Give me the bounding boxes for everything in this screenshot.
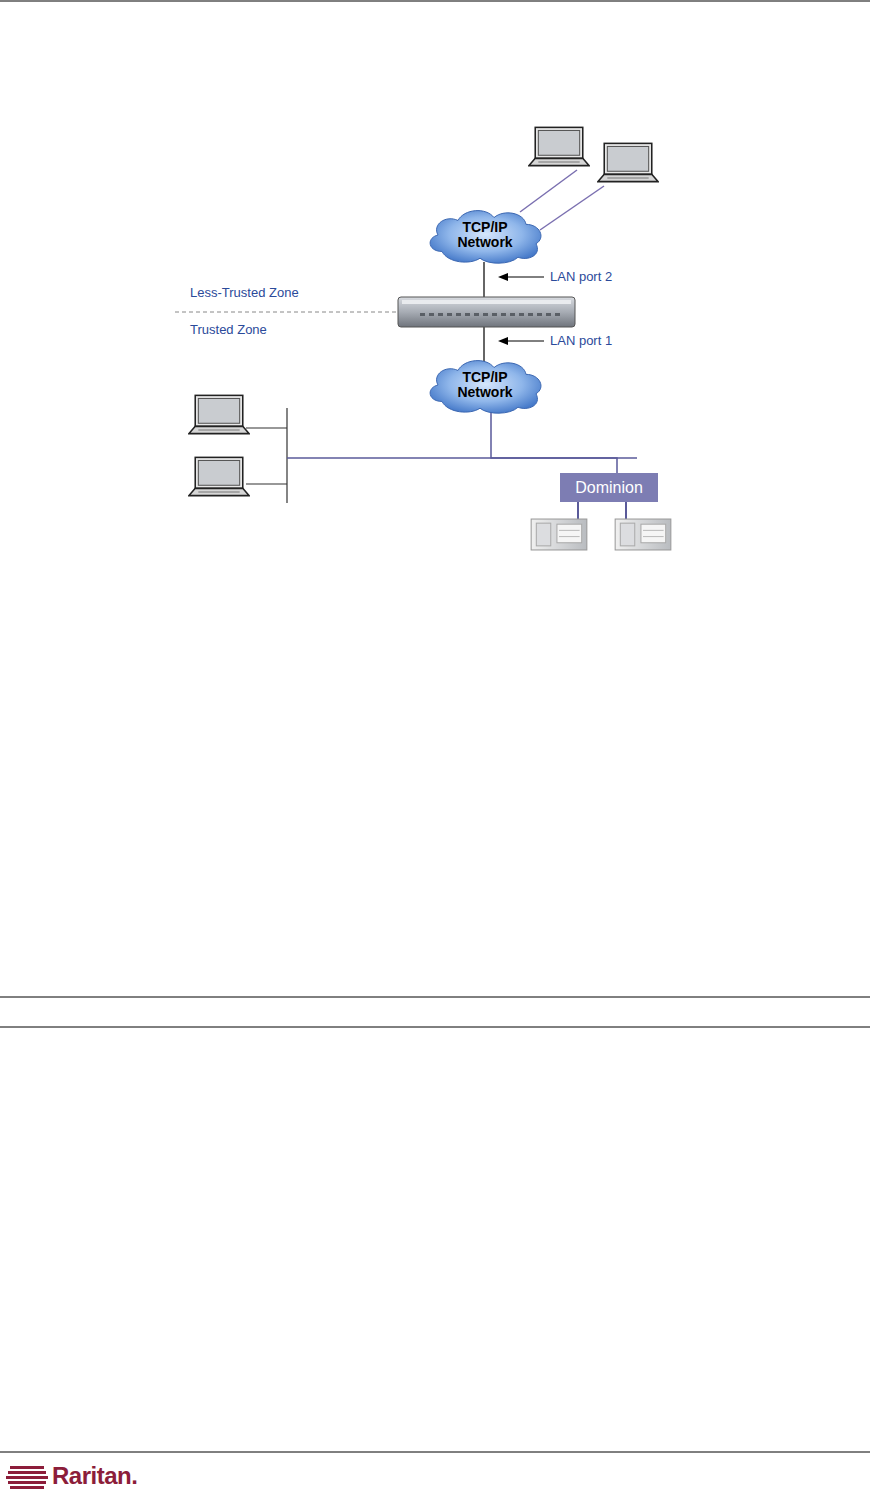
footer-rule bbox=[0, 1452, 870, 1453]
port-dot bbox=[546, 313, 551, 316]
port-dot bbox=[420, 313, 425, 316]
wire bbox=[625, 502, 627, 520]
port-dot bbox=[429, 313, 434, 316]
port-dot bbox=[465, 313, 470, 316]
port-label: LAN port 2 bbox=[550, 269, 612, 284]
rule bbox=[0, 997, 870, 998]
server-icon bbox=[615, 519, 671, 550]
logo-mark bbox=[6, 1466, 48, 1489]
lan-bus bbox=[286, 408, 287, 503]
wire bbox=[540, 186, 604, 230]
port-dot bbox=[438, 313, 443, 316]
node-label: Dominion bbox=[575, 479, 643, 497]
zone-label: Less-Trusted Zone bbox=[190, 285, 299, 300]
kvm-device bbox=[398, 297, 575, 327]
wire bbox=[520, 170, 577, 212]
wire bbox=[577, 502, 579, 520]
wire bbox=[246, 483, 287, 484]
network-cloud: TCP/IP Network bbox=[424, 355, 546, 415]
port-dot bbox=[456, 313, 461, 316]
network-link bbox=[491, 411, 617, 473]
laptop-icon bbox=[529, 127, 589, 165]
wire bbox=[246, 427, 287, 428]
server-icon bbox=[531, 519, 587, 550]
port-dot bbox=[483, 313, 488, 316]
leader-line bbox=[503, 341, 544, 342]
kvm-switch-box: Dominion bbox=[560, 473, 658, 502]
arrowhead bbox=[498, 273, 508, 281]
device-highlight bbox=[402, 300, 571, 304]
port-dot bbox=[555, 313, 560, 316]
port-dot bbox=[537, 313, 542, 316]
laptop-icon bbox=[189, 395, 249, 433]
device-ports bbox=[420, 313, 560, 316]
network-cloud: TCP/IP Network bbox=[424, 205, 546, 265]
port-dot bbox=[492, 313, 497, 316]
leader-line bbox=[503, 277, 544, 278]
arrowhead bbox=[498, 337, 508, 345]
port-dot bbox=[474, 313, 479, 316]
laptop-icon bbox=[189, 457, 249, 495]
node-label: TCP/IP Network bbox=[445, 370, 525, 400]
port-dot bbox=[528, 313, 533, 316]
logo-text: Raritan. bbox=[52, 1462, 137, 1490]
port-dot bbox=[519, 313, 524, 316]
node-label: TCP/IP Network bbox=[445, 220, 525, 250]
rule bbox=[0, 1027, 870, 1028]
port-dot bbox=[510, 313, 515, 316]
wire bbox=[483, 327, 485, 362]
header-rule bbox=[0, 1, 870, 2]
laptop-icon bbox=[598, 143, 658, 181]
port-label: LAN port 1 bbox=[550, 333, 612, 348]
wire bbox=[483, 262, 485, 297]
zone-label: Trusted Zone bbox=[190, 322, 267, 337]
port-dot bbox=[447, 313, 452, 316]
port-dot bbox=[501, 313, 506, 316]
zone-divider bbox=[175, 312, 396, 313]
